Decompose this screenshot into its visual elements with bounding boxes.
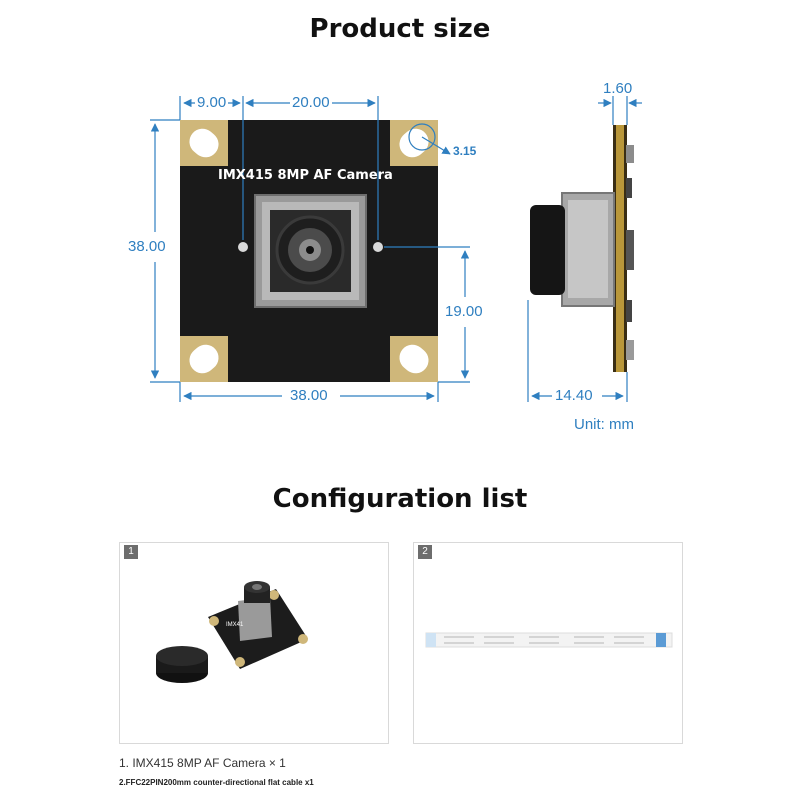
dim-top-middle: 20.00: [290, 94, 332, 111]
mounting-hole-top-left: [180, 120, 228, 166]
mounting-hole-bottom-right: [390, 336, 438, 382]
dim-hole-offset: 3.15: [453, 144, 477, 158]
config-card-camera: 1 IMX41: [119, 542, 389, 744]
screw-hole-left: [238, 242, 248, 252]
dim-height: 38.00: [128, 238, 166, 255]
config-item-1: 1. IMX415 8MP AF Camera × 1: [119, 756, 286, 770]
camera-board-side: [530, 125, 634, 372]
config-item-2: 2.FFC22PIN200mm counter-directional flat…: [119, 778, 314, 787]
dim-lens-offset: 19.00: [445, 303, 483, 320]
dim-side-thickness: 1.60: [603, 80, 633, 97]
flat-cable-photo: [425, 632, 673, 648]
lens-module: [254, 194, 367, 308]
dimension-lines-side: [527, 96, 642, 402]
unit-label: Unit: mm: [574, 416, 634, 433]
dim-bottom-width: 38.00: [290, 387, 328, 404]
configuration-list-title: Configuration list: [272, 484, 528, 514]
board-label: IMX415 8MP AF Camera: [218, 168, 393, 183]
dim-top-left: 9.00: [195, 94, 229, 111]
product-size-title: Product size: [309, 14, 491, 44]
config-number-2: 2: [418, 545, 432, 559]
screw-hole-right: [373, 242, 383, 252]
photo-board-label: IMX41: [226, 622, 244, 628]
camera-photo: [156, 581, 308, 683]
mounting-hole-bottom-left: [180, 336, 228, 382]
dim-side-depth: 14.40: [555, 387, 593, 404]
camera-board-front: [180, 120, 438, 382]
config-number-1: 1: [124, 545, 138, 559]
config-card-cable: 2: [413, 542, 683, 744]
